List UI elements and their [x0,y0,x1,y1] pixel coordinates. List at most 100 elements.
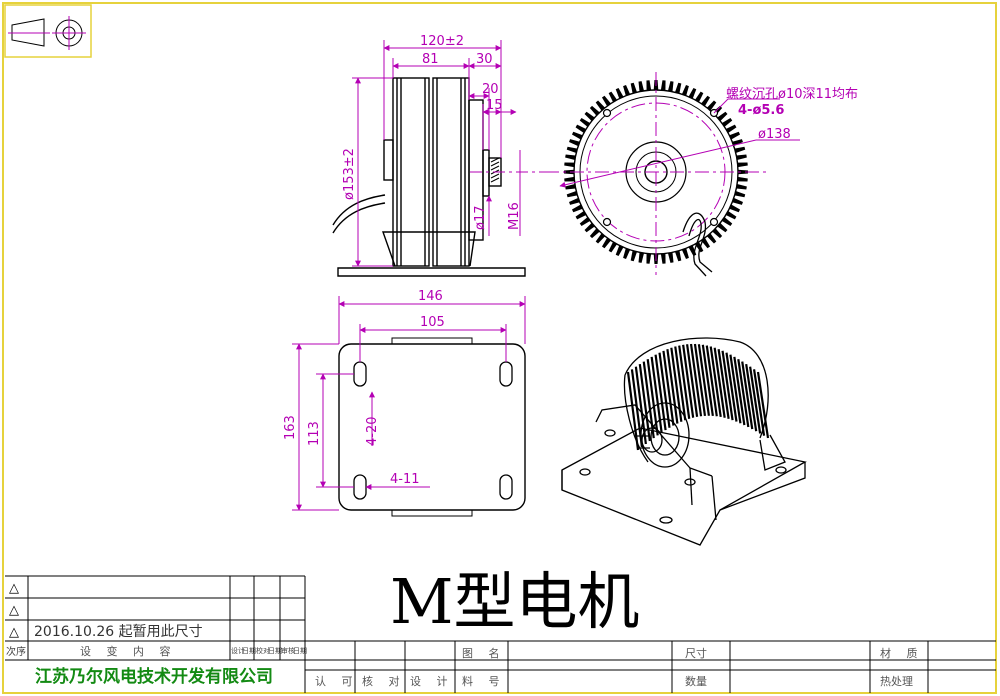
gear-tooth [737,162,748,168]
gear-tooth [646,253,652,264]
gear-tooth [717,111,728,122]
revision-mark-1: △ [9,581,19,596]
motor-fin [756,371,770,439]
header-date: 日期 [242,647,256,655]
gear-tooth [660,253,666,264]
gear-tooth [571,131,583,140]
gear-tooth [734,146,746,154]
motor-fin [752,369,766,436]
gear-tooth [595,100,606,111]
motor-fin [717,349,730,419]
motor-fin [737,359,750,428]
dim-hole-span-y: 113 [307,421,322,446]
motor-fin [646,359,659,436]
motor-fin [749,366,762,434]
gear-tooth [732,197,743,205]
dim-diameter: ø153±2 [342,148,357,200]
revision-mark-3: △ [9,625,19,640]
gear-tooth [688,87,697,99]
gear-tooth [566,146,578,154]
motor-fin [654,354,667,431]
motor-fin [721,350,734,421]
gear-tooth [681,248,689,259]
hole-note: 螺纹沉孔ø10深11均布 [726,87,858,102]
motor-fin [634,366,647,445]
dim-hole-span-x: 105 [420,315,445,330]
motor-fins [626,343,770,451]
dim-15: 15 [486,98,503,113]
base-plate-view: 146 105 163 113 4-20 4-11 [283,289,526,517]
header-date-2: 日期 [268,647,282,655]
gear-tooth [564,169,575,175]
gear-tooth [575,210,587,220]
dim-width-total: 120±2 [420,34,464,49]
header-content: 设 变 内 容 [80,644,177,658]
motor-fin [709,346,722,418]
gear-tooth [694,91,704,103]
gear-tooth [729,131,741,140]
hole-spec: 4-ø5.6 [738,103,784,118]
label-quantity: 数量 [685,675,707,688]
dim-width-body: 81 [422,52,439,67]
gear-tooth [589,105,600,116]
motor-fin [650,356,663,433]
title-block: △ △ △ 2016.10.26 起暂用此尺寸 次序 设 变 内 容 设计 日期… [5,575,996,693]
gear-tooth [729,204,741,213]
motor-fin [658,352,671,428]
motor-fin [630,369,644,448]
gear-tooth [584,222,595,233]
gear-tooth [721,217,733,227]
gear-tooth [608,91,618,103]
header-design: 设计 [231,646,245,655]
header-check: 校对 [256,646,270,655]
dim-shaft-length: 30 [476,52,493,67]
gear-tooth [721,117,733,127]
gear-tooth [615,245,624,257]
gear-tooth [660,80,666,91]
gear-tooth [630,82,638,94]
revision-mark-2: △ [9,603,19,618]
dim-thread: M16 [507,202,522,230]
motor-fin [713,347,726,418]
motor-fin [682,344,695,418]
dim-base-height: 163 [283,415,298,440]
dim-pcd: ø138 [758,127,791,142]
gear-tooth [681,85,689,96]
motor-fin [662,350,675,426]
motor-fin [729,354,742,424]
motor-fin [697,344,710,416]
motor-fin [725,352,738,422]
dim-slot-b: 4-11 [390,472,420,487]
gear-tooth [725,124,737,134]
gear-tooth [579,117,591,127]
gear-tooth [734,190,746,198]
page-title: M型电机 [390,565,639,638]
motor-fin [670,347,683,422]
side-view: 120±2 81 30 20 15 ø153±2 ø17 M16 [332,34,560,277]
gear-teeth [564,80,748,264]
motor-fin [638,363,651,442]
gear-tooth [565,183,576,190]
dim-slot-a: 4-20 [365,416,380,446]
gear-tooth [566,190,578,198]
label-heat-treatment: 热处理 [880,675,913,688]
motor-fin [693,343,707,417]
gear-tooth [712,228,723,239]
gear-tooth [667,252,674,263]
gear-tooth [608,241,618,253]
projection-symbol-icon [4,4,92,58]
isometric-motor-view [561,337,807,546]
gear-tooth [601,95,611,107]
label-design: 设 计 [410,675,454,688]
gear-tooth [638,252,645,263]
gear-tooth [638,81,645,92]
gear-tooth [736,154,747,161]
motor-fin [689,343,703,417]
label-size: 尺寸 [685,646,707,660]
label-drawing-name: 图 名 [462,646,506,660]
gear-tooth [569,197,580,205]
gear-tooth [646,80,652,91]
gear-tooth [571,204,583,213]
gear-tooth [565,154,576,161]
